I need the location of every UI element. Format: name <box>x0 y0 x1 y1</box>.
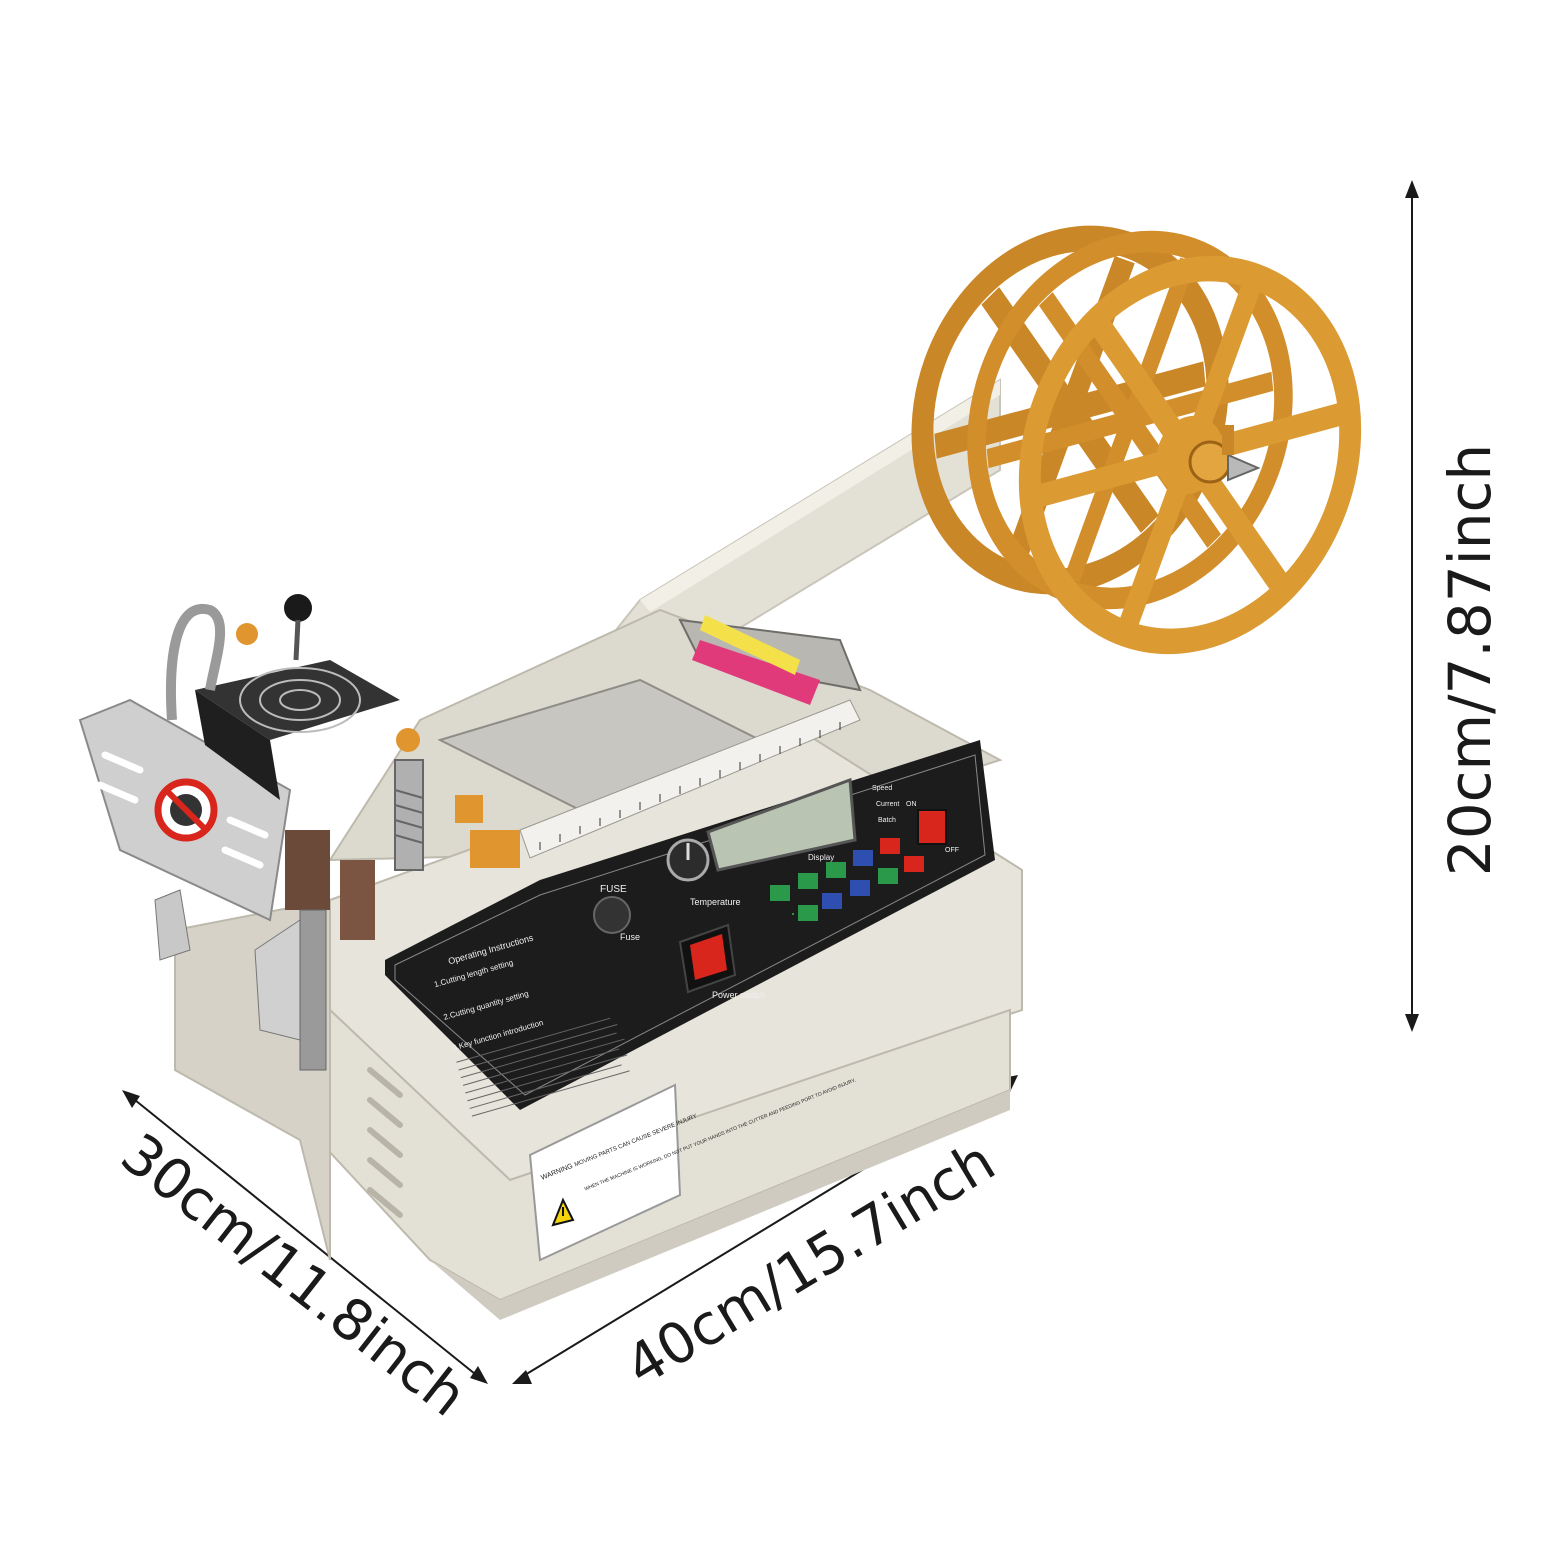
key-sample[interactable] <box>792 913 794 915</box>
switch-on-label: ON <box>906 801 917 808</box>
no-hands-icon <box>154 778 218 842</box>
keypad <box>770 838 924 921</box>
fuse-cap-text: FUSE <box>600 884 627 895</box>
key-quantity-setting[interactable] <box>826 862 846 878</box>
lcd-label-batch: Batch <box>878 817 896 824</box>
switch-off-label: OFF <box>945 847 959 854</box>
key-numbers-up[interactable] <box>798 873 818 889</box>
key-numbers-down[interactable] <box>798 905 818 921</box>
display-label: Display <box>808 853 834 862</box>
height-dimension: 20cm/7.87inch <box>1405 180 1504 1032</box>
fan-icon <box>195 660 400 800</box>
power-switch[interactable]: Power switch <box>678 923 765 1000</box>
key-speed-setting[interactable] <box>850 880 870 896</box>
vent-slots <box>367 1067 403 1218</box>
lcd-display: Display Speed Current Batch <box>706 777 899 872</box>
height-label: 20cm/7.87inch <box>1436 444 1504 876</box>
fuse-label: Fuse <box>620 932 640 942</box>
lcd-label-speed: Speed <box>872 785 892 792</box>
orange-knob <box>236 623 258 645</box>
key-batch[interactable] <box>853 850 873 866</box>
key-e-stop[interactable] <box>880 838 900 854</box>
cutter-head <box>78 594 520 1071</box>
key-start[interactable] <box>878 868 898 884</box>
black-knob <box>284 594 312 622</box>
power-switch-label: Power switch <box>712 990 765 1000</box>
key-reset[interactable] <box>904 856 924 872</box>
fuse-holder: FUSE Fuse <box>593 884 640 942</box>
control-panel: Operating Instructions 1.Cutting length … <box>385 740 995 1117</box>
small-power-switch[interactable]: ON OFF <box>906 801 959 854</box>
key-back-off[interactable] <box>822 893 842 909</box>
temperature-label: Temperature <box>690 897 741 907</box>
warning-triangle-icon <box>551 1197 575 1227</box>
key-length-setting[interactable] <box>770 885 790 901</box>
ruler-ticks <box>539 722 841 850</box>
orange-knob-2 <box>396 728 420 752</box>
tape-reel <box>911 225 1362 655</box>
temperature-dial[interactable]: Temperature <box>666 838 741 907</box>
top-plate <box>437 615 862 859</box>
lcd-label-current: Current <box>876 801 899 808</box>
